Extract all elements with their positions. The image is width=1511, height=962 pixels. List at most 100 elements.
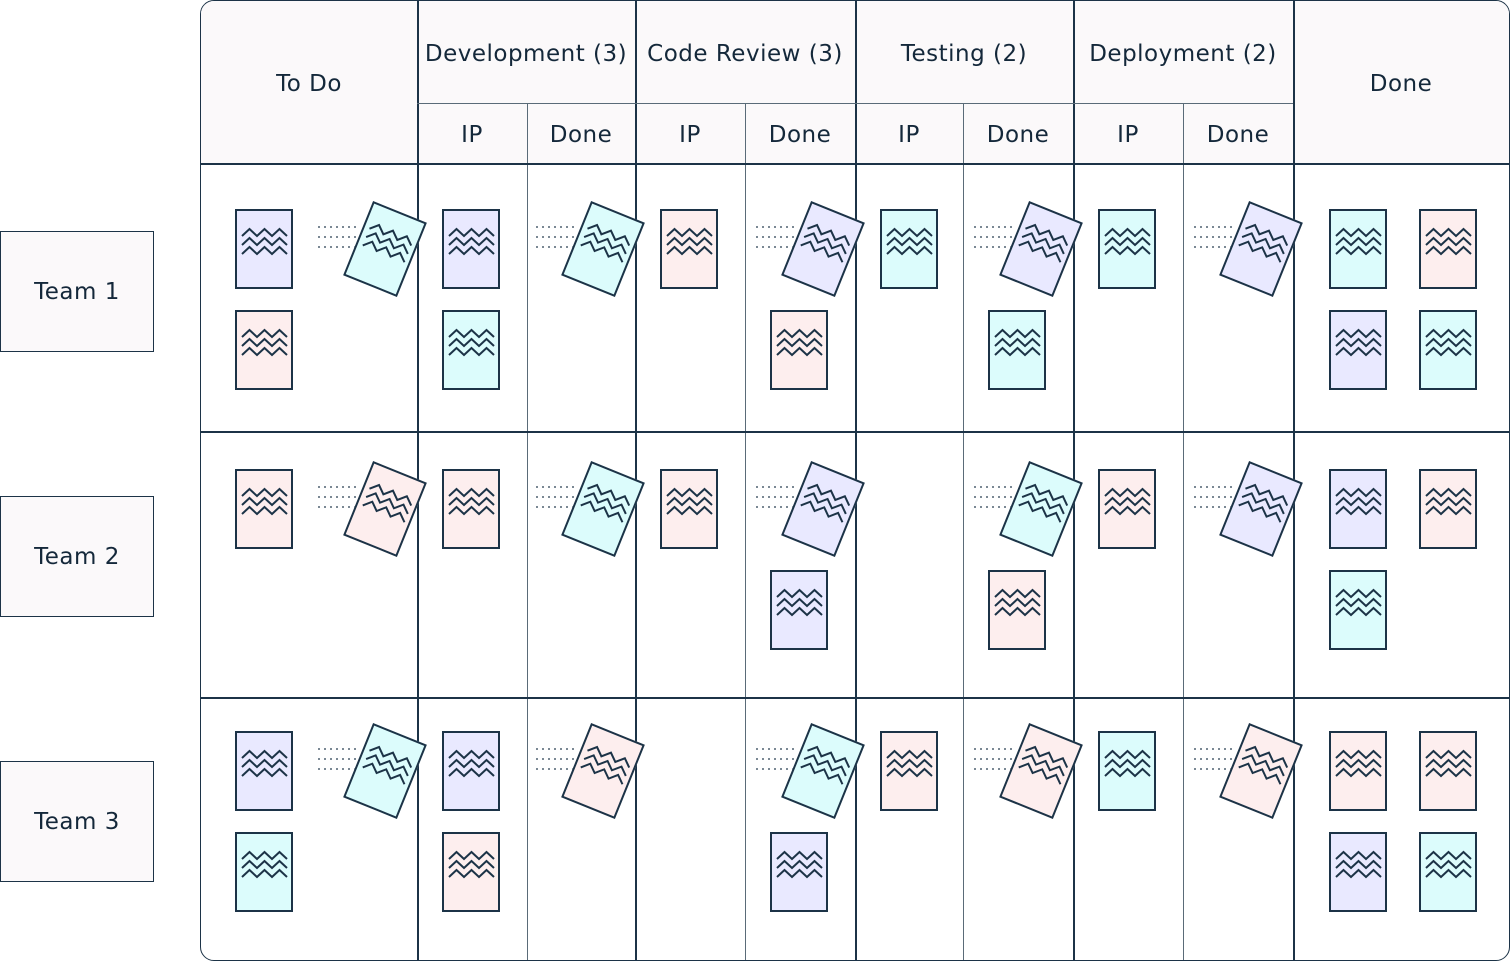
wave-lines-icon [1104, 749, 1151, 778]
wave-lines-icon [776, 588, 823, 617]
wave-lines-icon [800, 223, 851, 263]
task-card[interactable] [1329, 570, 1387, 650]
wave-lines-icon [241, 487, 288, 516]
task-card[interactable] [1419, 469, 1477, 549]
motion-dots-icon [536, 748, 578, 770]
task-card[interactable] [235, 469, 293, 549]
task-card[interactable] [770, 310, 828, 390]
wave-lines-icon [448, 328, 495, 357]
row-divider [201, 697, 1509, 699]
task-card[interactable] [442, 731, 500, 811]
moving-task-card[interactable] [781, 461, 865, 557]
moving-task-card[interactable] [999, 723, 1083, 819]
wave-lines-icon [241, 850, 288, 879]
moving-task-card[interactable] [561, 461, 645, 557]
wave-lines-icon [1238, 223, 1289, 263]
task-card[interactable] [770, 570, 828, 650]
task-card[interactable] [1098, 469, 1156, 549]
task-card[interactable] [988, 570, 1046, 650]
task-card[interactable] [1329, 310, 1387, 390]
wave-lines-icon [241, 749, 288, 778]
wave-lines-icon [1104, 487, 1151, 516]
subcolumn-divider [745, 103, 746, 960]
task-card[interactable] [1419, 310, 1477, 390]
subheader-dep-ip: IP [1117, 122, 1139, 148]
moving-task-card[interactable] [781, 201, 865, 297]
column-header-code-review: Code Review (3) [647, 41, 843, 67]
wave-lines-icon [1238, 483, 1289, 523]
moving-task-card[interactable] [999, 201, 1083, 297]
wave-lines-icon [1018, 223, 1069, 263]
task-card[interactable] [442, 310, 500, 390]
wave-lines-icon [1018, 483, 1069, 523]
wave-lines-icon [1425, 227, 1472, 256]
team-label-3: Team 3 [0, 761, 154, 882]
moving-task-card[interactable] [343, 201, 427, 297]
task-card[interactable] [660, 209, 718, 289]
wave-lines-icon [800, 745, 851, 785]
motion-dots-icon [318, 226, 360, 248]
subheader-test-ip: IP [898, 122, 920, 148]
task-card[interactable] [1329, 469, 1387, 549]
wave-lines-icon [580, 483, 631, 523]
task-card[interactable] [442, 469, 500, 549]
motion-dots-icon [1194, 748, 1236, 770]
task-card[interactable] [880, 731, 938, 811]
moving-task-card[interactable] [561, 201, 645, 297]
task-card[interactable] [880, 209, 938, 289]
column-header-testing: Testing (2) [900, 41, 1028, 67]
wave-lines-icon [448, 850, 495, 879]
wave-lines-icon [241, 328, 288, 357]
moving-task-card[interactable] [343, 723, 427, 819]
task-card[interactable] [235, 209, 293, 289]
task-card[interactable] [1419, 209, 1477, 289]
wave-lines-icon [362, 483, 413, 523]
wave-lines-icon [666, 487, 713, 516]
wave-lines-icon [448, 227, 495, 256]
wave-lines-icon [1425, 487, 1472, 516]
wave-lines-icon [1335, 850, 1382, 879]
moving-task-card[interactable] [343, 461, 427, 557]
task-card[interactable] [235, 310, 293, 390]
moving-task-card[interactable] [1219, 461, 1303, 557]
motion-dots-icon [974, 748, 1016, 770]
task-card[interactable] [1329, 209, 1387, 289]
task-card[interactable] [442, 832, 500, 912]
moving-task-card[interactable] [1219, 201, 1303, 297]
column-header-deployment: Deployment (2) [1089, 41, 1277, 67]
wave-lines-icon [886, 227, 933, 256]
task-card[interactable] [660, 469, 718, 549]
wave-lines-icon [1425, 749, 1472, 778]
task-card[interactable] [1329, 832, 1387, 912]
wave-lines-icon [362, 745, 413, 785]
subheader-cr-ip: IP [679, 122, 701, 148]
task-card[interactable] [235, 832, 293, 912]
moving-task-card[interactable] [1219, 723, 1303, 819]
moving-task-card[interactable] [781, 723, 865, 819]
wave-lines-icon [800, 483, 851, 523]
task-card[interactable] [1419, 731, 1477, 811]
wave-lines-icon [580, 745, 631, 785]
moving-task-card[interactable] [561, 723, 645, 819]
task-card[interactable] [235, 731, 293, 811]
column-header-done: Done [1369, 71, 1433, 97]
subheader-dep-done: Done [1206, 122, 1270, 148]
task-card[interactable] [988, 310, 1046, 390]
row-divider [201, 163, 1509, 165]
subheader-cr-done: Done [768, 122, 832, 148]
task-card[interactable] [1098, 731, 1156, 811]
task-card[interactable] [770, 832, 828, 912]
moving-task-card[interactable] [999, 461, 1083, 557]
motion-dots-icon [756, 748, 798, 770]
wave-lines-icon [1104, 227, 1151, 256]
wave-lines-icon [1238, 745, 1289, 785]
wave-lines-icon [1335, 487, 1382, 516]
motion-dots-icon [756, 486, 798, 508]
wave-lines-icon [1335, 588, 1382, 617]
task-card[interactable] [1329, 731, 1387, 811]
task-card[interactable] [1419, 832, 1477, 912]
wave-lines-icon [776, 850, 823, 879]
task-card[interactable] [442, 209, 500, 289]
task-card[interactable] [1098, 209, 1156, 289]
wave-lines-icon [1425, 328, 1472, 357]
